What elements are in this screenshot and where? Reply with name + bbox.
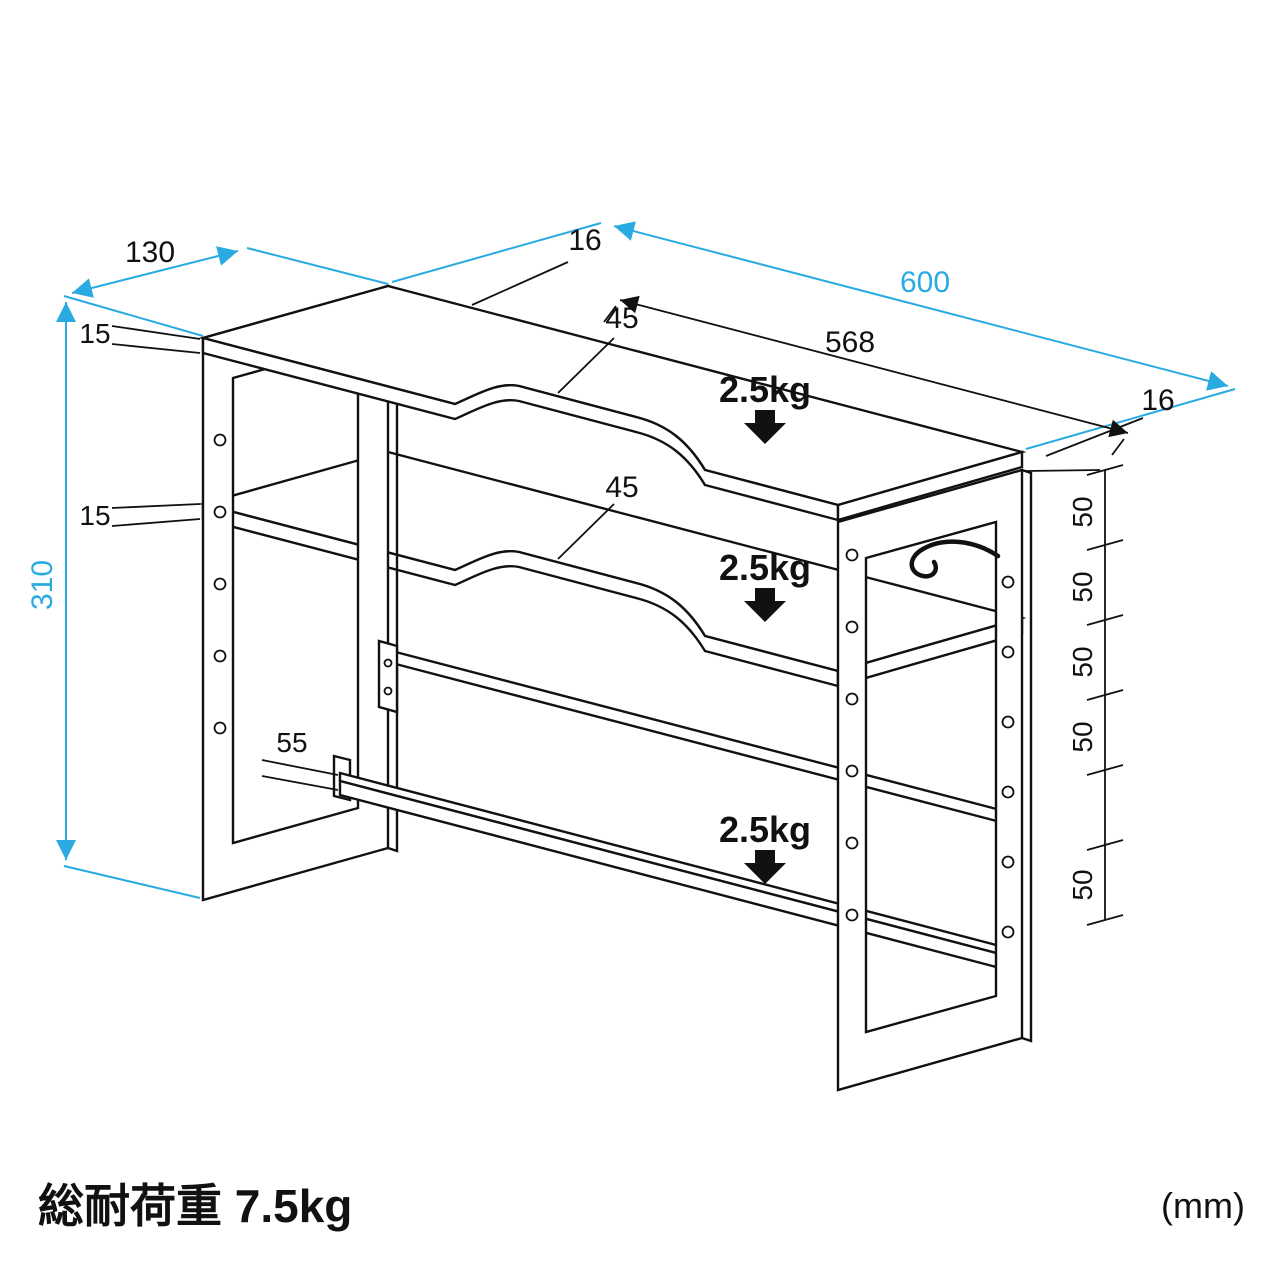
right-frame-hole [845,836,859,850]
back-rail [377,639,1010,826]
right-frame-hole [1001,855,1015,869]
hole-pitch-label: 50 [1067,496,1098,527]
left-frame-hole [213,577,227,591]
extension-line [1025,388,1236,450]
thickness-15-lower-leader [111,518,201,527]
right-frame-hole [845,908,859,922]
right-frame-hole [845,692,859,706]
back-rail-bar [386,648,1010,826]
pitch-tick [1086,689,1124,701]
inner-width-label: 568 [825,326,875,359]
pitch-tick [1086,464,1124,476]
width-dimension-line [613,221,1229,391]
thickness-15-lower-leader [111,503,201,509]
width-dimension-label: 600 [900,266,950,299]
thickness-15-upper-leader [111,343,201,354]
pitch-tick [1086,764,1124,776]
right-frame-hole [1001,785,1015,799]
rail-55-label: 55 [276,727,307,758]
unit-label: (mm) [1161,1185,1245,1226]
right-frame-ring [836,468,1024,1092]
extension-tick [603,305,617,323]
pitch-tick [1086,614,1124,626]
pitch-tick [1086,539,1124,551]
edge-16-right-leader [1045,417,1144,457]
bracket-hole [383,658,393,668]
pitch-connector [1025,469,1101,472]
pitch-tick [1086,839,1124,851]
detail-dimensions [111,261,1144,926]
right-frame-hole [845,548,859,562]
left-frame-hole [213,433,227,447]
load-lower-label: 2.5kg [719,809,811,850]
load-upper-label: 2.5kg [719,369,811,410]
thickness-15-upper-label: 15 [79,318,110,349]
back-rail-bracket [377,639,399,714]
notch-45-lower-label: 45 [605,471,638,504]
extension-line [63,295,204,337]
front-rail-front-face [338,779,1002,970]
cable-hook [909,539,1001,579]
hole-pitch-label: 50 [1067,646,1098,677]
pitch-tick [1086,914,1124,926]
left-frame-hole [213,505,227,519]
top-shelf-end-face [836,450,1024,522]
right-frame-hole [1001,575,1015,589]
rail-55-leader [261,759,339,776]
bracket-hole [383,686,393,696]
edge-16-top-label: 16 [568,224,601,257]
down-arrow-icon [744,850,786,884]
notch-45-upper-leader [557,337,615,394]
right-frame-thickness-edge [1021,468,1033,1043]
down-arrow-icon [744,588,786,622]
depth-dimension-line [71,246,239,298]
load-middle-label: 2.5kg [719,547,811,588]
load-arrows [744,410,786,884]
height-dimension-label: 310 [26,560,59,610]
right-frame-hole [845,620,859,634]
hole-pitch-label: 50 [1067,571,1098,602]
extension-line [391,222,602,283]
right-frame-hole [1001,925,1015,939]
extension-line [246,247,389,285]
edge-16-top-leader [471,261,569,306]
down-arrow-icon [744,410,786,444]
right-frame-hole [1001,715,1015,729]
right-frame-hole [1001,645,1015,659]
notch-45-lower-leader [557,503,615,560]
hole-pitch-label: 50 [1067,721,1098,752]
thickness-15-upper-leader [111,325,201,340]
right-frame-hole [845,764,859,778]
edge-16-right-label: 16 [1141,384,1174,417]
inner-width-dimension-line [619,295,1129,438]
notch-45-upper-label: 45 [605,302,638,335]
total-load-label: 総耐荷重 7.5kg [38,1180,352,1232]
extension-line [63,865,201,899]
left-frame-hole [213,721,227,735]
extension-tick [1111,438,1125,456]
hole-pitch-label: 50 [1067,869,1098,900]
left-frame-hole [213,649,227,663]
rail-55-leader [261,775,339,791]
thickness-15-lower-label: 15 [79,500,110,531]
depth-dimension-label: 130 [125,236,175,269]
